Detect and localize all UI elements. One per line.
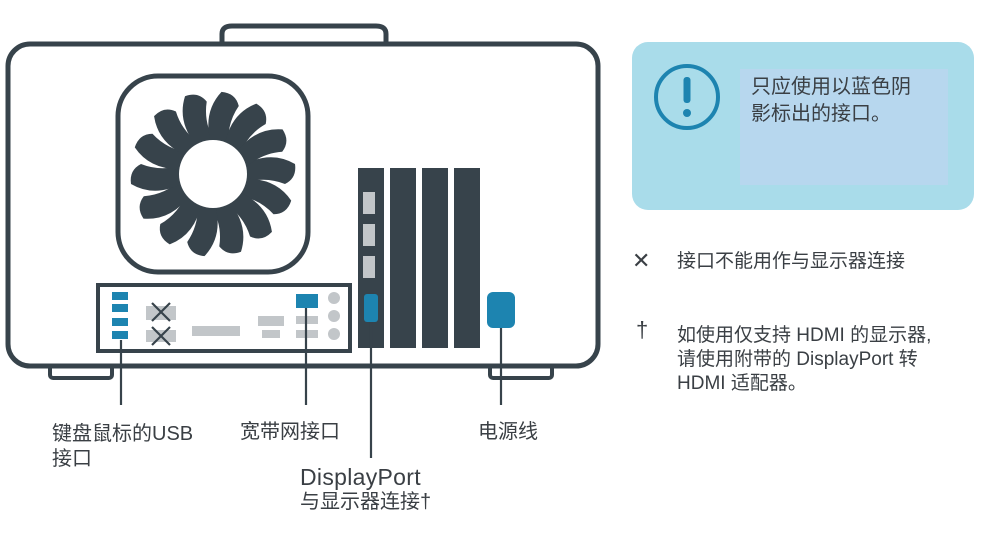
case-handle xyxy=(219,23,389,44)
dagger-line-3: HDMI 适配器。 xyxy=(677,373,807,394)
cross-legend-symbol: ✕ xyxy=(632,248,651,273)
fan-blade xyxy=(243,157,296,184)
notice-line-2: 影标出的接口。 xyxy=(751,103,891,125)
usb-label-line-2: 接口 xyxy=(52,448,92,470)
usb-label-line-1: 键盘鼠标的USB xyxy=(52,423,194,445)
dagger-line-1: 如使用仅支持 HDMI 的显示器, xyxy=(677,325,932,346)
fan xyxy=(115,73,311,275)
usb-port xyxy=(112,331,128,339)
fan-blade xyxy=(224,191,272,239)
ethernet-label: 宽带网接口 xyxy=(240,421,340,443)
dagger-line-2: 请使用附带的 DisplayPort 转 xyxy=(677,349,918,370)
usb-port xyxy=(112,292,128,300)
notice-line-1: 只应使用以蓝色阴 xyxy=(751,76,911,98)
usb-label: 键盘鼠标的USB 接口 xyxy=(52,422,193,472)
dagger-legend-text: 如使用仅支持 HDMI 的显示器, 请使用附带的 DisplayPort 转 H… xyxy=(677,324,931,396)
power-port xyxy=(487,292,515,328)
fan-blade xyxy=(208,91,239,147)
power-label: 电源线 xyxy=(478,421,538,443)
fan-blade xyxy=(130,164,183,191)
fan-blade xyxy=(210,201,244,254)
fan-blade xyxy=(139,178,190,219)
cross-legend-text: 接口不能用作与显示器连接 xyxy=(677,251,906,272)
fan-blade xyxy=(154,109,202,157)
fan-blade xyxy=(134,133,190,170)
expansion-slots xyxy=(358,168,480,348)
fan-blade xyxy=(224,103,267,157)
displayport-port xyxy=(364,294,378,322)
crossed-port-icon xyxy=(151,302,171,346)
fan-blade xyxy=(236,129,287,170)
notice-text-highlight xyxy=(740,69,948,185)
exclamation-circle-icon xyxy=(654,64,720,130)
usb-port xyxy=(112,304,128,312)
fan-blade xyxy=(182,94,216,147)
displayport-label-line-1: DisplayPort xyxy=(300,464,421,490)
displayport-label: DisplayPort 与显示器连接† xyxy=(300,464,431,515)
fan-blade xyxy=(187,201,218,257)
usb-port xyxy=(112,318,128,326)
displayport-label-line-2: 与显示器连接† xyxy=(300,491,432,513)
notice-text: 只应使用以蓝色阴 影标出的接口。 xyxy=(751,74,911,128)
fan-blade xyxy=(159,191,202,245)
dagger-legend-symbol: † xyxy=(636,317,649,342)
io-panel xyxy=(96,283,352,353)
ethernet-port xyxy=(296,294,318,308)
fan-blade xyxy=(236,178,292,215)
